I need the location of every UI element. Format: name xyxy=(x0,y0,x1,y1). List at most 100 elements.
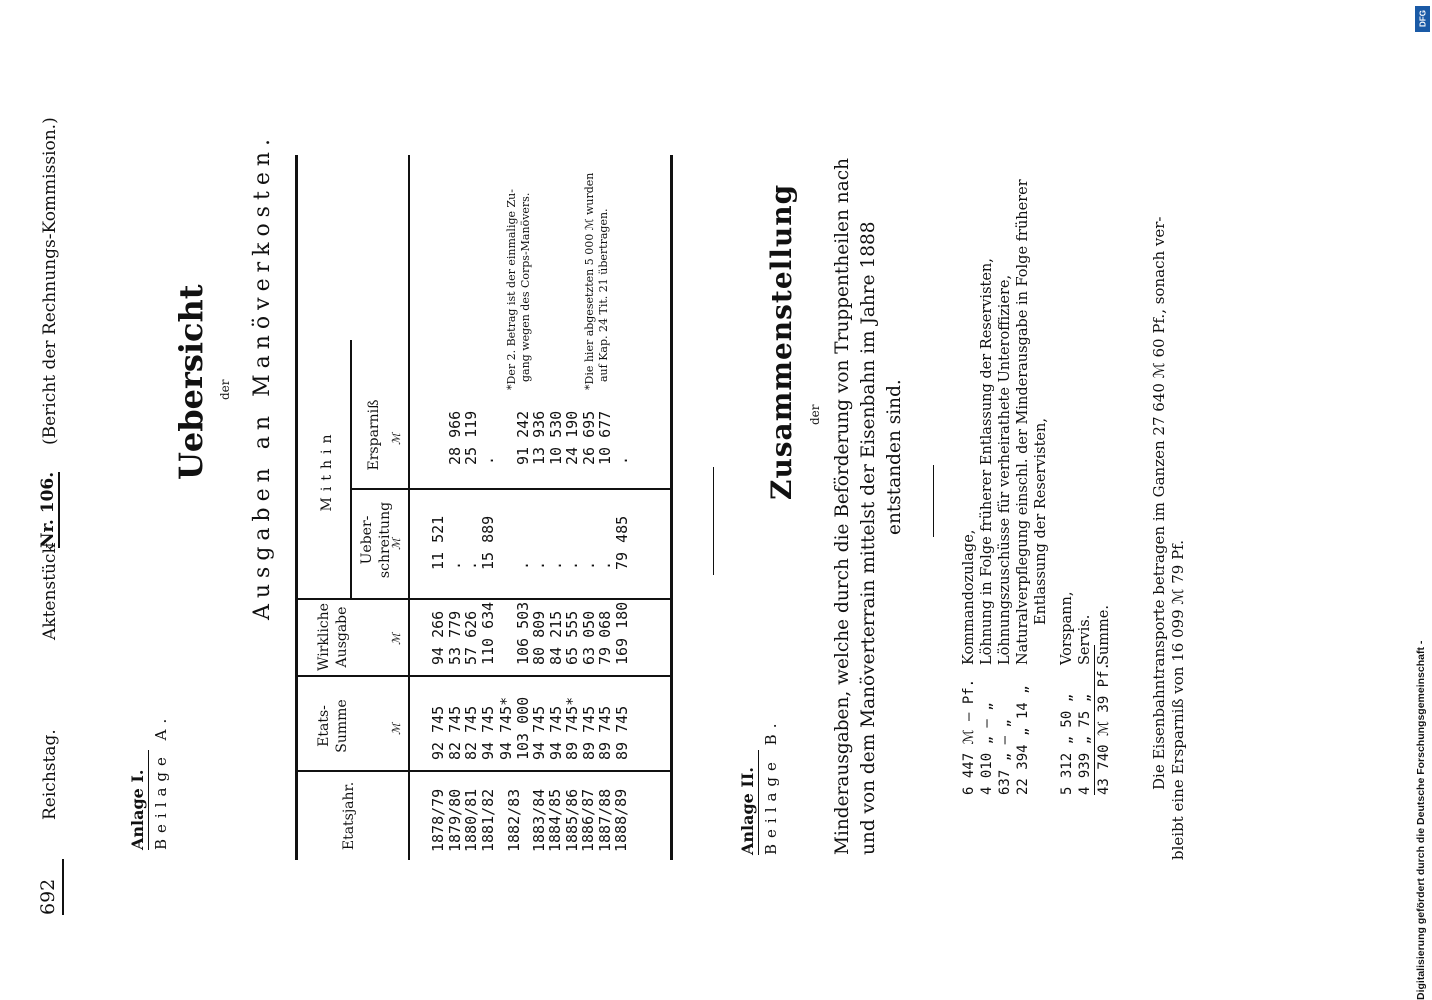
table-col-divider-4 xyxy=(350,488,670,490)
table-cell-year: 1886/87 xyxy=(579,788,597,852)
list-item: 6 447 ℳ — Pf.Kommandozulage, xyxy=(961,529,977,795)
table-top-rule xyxy=(295,155,298,860)
table-cell-year: 1883/84 xyxy=(529,788,548,852)
header-aktenstueck: Aktenstück xyxy=(40,543,60,640)
table-cell-etat: 94 745 xyxy=(546,705,565,760)
table-cell-etat: 89 745 xyxy=(579,705,598,760)
column-years: 1878/79 1879/80 1880/81 1881/82 1882/83 … xyxy=(429,788,630,852)
table-cell-saving: 26 695 xyxy=(579,410,598,465)
closing-line-1: Die Eisenbahntransporte betragen im Ganz… xyxy=(1150,216,1168,791)
table-cell-saving: 10 677 xyxy=(596,410,614,465)
table-cell-over: 79 485 xyxy=(612,515,631,570)
table-cell-over: . xyxy=(563,560,581,570)
anlage-ii-rule xyxy=(758,750,759,855)
table-cell-etat: 89 745 xyxy=(612,705,631,760)
unit-saving: ℳ xyxy=(390,433,403,445)
page-number: 692 xyxy=(37,878,59,915)
table-cell-year: 1882/83 xyxy=(505,788,523,852)
table-cell-over: 15 889 xyxy=(478,515,497,570)
unit-actual: ℳ xyxy=(390,633,403,645)
table-cell-actual: 65 555 xyxy=(563,610,581,665)
column-actual: 94 266 53 779 57 626 110 634 106 503 80 … xyxy=(429,601,631,665)
table-cell-etat: 89 745* xyxy=(563,696,581,760)
table-cell-etat: 103 000 xyxy=(513,696,532,760)
table-cell-actual: 94 266 xyxy=(429,610,447,665)
table-mithin-rule xyxy=(350,340,352,600)
column-saving: 28 966 25 119 . 91 242 13 936 10 530 24 … xyxy=(430,410,631,465)
closing-line-2: bleibt eine Ersparniß von 16 099 ℳ 79 Pf… xyxy=(1169,540,1187,860)
table-cell-year: 1879/80 xyxy=(445,788,464,852)
table-cell-saving: . xyxy=(612,455,631,465)
dfg-sidebar: Digitalisierung gefördert durch die Deut… xyxy=(1411,0,1432,1000)
table-cell-over: . xyxy=(462,560,480,570)
list-item: 4 939 „ 75 „Servis. xyxy=(1076,614,1095,795)
para-line-2: und von dem Manöverterrain mittelst der … xyxy=(858,221,879,855)
header-ueberschreitung: Ueber-schreitung xyxy=(359,501,393,579)
table-cell-saving: 91 242 xyxy=(513,410,532,465)
uebersicht-der: der xyxy=(218,379,232,400)
zusammenstellung-title: Zusammenstellung xyxy=(765,183,798,500)
footnote-1-line-2: gang wegen des Corps-Manövers. xyxy=(519,192,532,382)
list-item: 4 010 „ — „Löhnung in Folge früherer Ent… xyxy=(979,258,995,795)
table-cell-year: 1888/89 xyxy=(612,788,630,852)
column-over: 11 521 . . 15 889 . . . . . . 79 485 xyxy=(429,515,631,570)
table-cell-saving: 10 530 xyxy=(546,410,565,465)
table-cell-actual: 57 626 xyxy=(462,610,480,665)
zusammenstellung-der: der xyxy=(808,404,822,425)
list-item: Entlassung der Reservisten, xyxy=(1033,418,1049,625)
table-bottom-rule xyxy=(670,155,673,860)
table-cell-actual: 53 779 xyxy=(445,610,464,665)
dfg-logo-icon: DFG xyxy=(1415,6,1430,32)
table-cell-over: . xyxy=(596,560,614,570)
table-cell-saving: . xyxy=(478,455,497,465)
header-number: Nr. 106. xyxy=(38,471,60,548)
section-divider xyxy=(713,467,714,575)
table-cell-over: . xyxy=(546,560,565,570)
table-cell-year: 1884/85 xyxy=(546,788,564,852)
table-cell-saving: 24 190 xyxy=(563,410,581,465)
list-item-sum: 43 740 ℳ 39 Pf.Summe. xyxy=(1096,605,1112,795)
table-header-rule xyxy=(408,155,410,860)
table-cell-year: 1880/81 xyxy=(462,788,480,852)
header-etats-summe: Etats-Summe xyxy=(316,699,350,753)
table-cell-actual: 79 068 xyxy=(596,610,614,665)
header-etatsjahr: Etatsjahr. xyxy=(341,781,357,851)
table-cell-year: 1881/82 xyxy=(478,788,497,852)
table-cell-etat: 94 745 xyxy=(530,705,548,760)
table-cell-over: . xyxy=(579,560,598,570)
dfg-credit-text: Digitalisierung gefördert durch die Deut… xyxy=(1415,640,1427,1000)
table-cell-saving: 13 936 xyxy=(530,410,548,465)
table-cell-year: 1878/79 xyxy=(429,788,447,852)
table-cell-etat: 82 745 xyxy=(445,705,464,760)
header-reichstag: Reichstag. xyxy=(40,729,60,820)
list-item: 637 „ — „Löhnungszuschüsse für verheirat… xyxy=(997,274,1013,795)
anlage-i-rule xyxy=(148,750,149,850)
para-line-3: entstanden sind. xyxy=(884,379,905,535)
minderausgaben-list: 6 447 ℳ — Pf.Kommandozulage, 4 010 „ — „… xyxy=(960,179,1113,795)
table-cell-etat: 94 745 xyxy=(478,705,497,760)
table-cell-actual: 80 809 xyxy=(530,610,548,665)
uebersicht-subtitle: Ausgaben an Manöverkosten. xyxy=(250,133,275,620)
anlage-i-label: Anlage I. xyxy=(128,769,147,850)
table-cell-saving xyxy=(430,411,447,465)
table-cell-saving: 28 966 xyxy=(445,410,464,465)
header-ersparniss: Ersparniß xyxy=(366,399,382,471)
table-cell-actual: 84 215 xyxy=(546,610,565,665)
table-cell-actual: 63 050 xyxy=(579,610,598,665)
table-cell-actual: 106 503 xyxy=(513,601,532,665)
table-cell-etat: 89 745 xyxy=(596,705,614,760)
header-mithin: Mithin xyxy=(319,428,335,512)
footnote-1-line-1: *Der 2. Betrag ist der einmalige Zu- xyxy=(505,189,518,390)
anlage-ii-label: Anlage II. xyxy=(738,767,757,855)
beilage-a: Beilage A. xyxy=(152,712,170,850)
column-etat: 92 745 82 745 82 745 94 745 94 745* 103 … xyxy=(429,696,631,760)
table-cell-over: . xyxy=(530,560,548,570)
header-commission: (Bericht der Rechnungs-Kommission.) xyxy=(40,117,60,445)
para-line-1: Minderausgaben, welche durch die Beförde… xyxy=(832,157,853,855)
unit-etat: ℳ xyxy=(390,723,403,735)
list-item: 5 312 „ 50 „Vorspann, xyxy=(1059,591,1075,795)
list-item: 22 394 „ 14 „Naturalverpflegung einschl.… xyxy=(1015,179,1031,795)
table-cell-etat: 82 745 xyxy=(462,705,480,760)
